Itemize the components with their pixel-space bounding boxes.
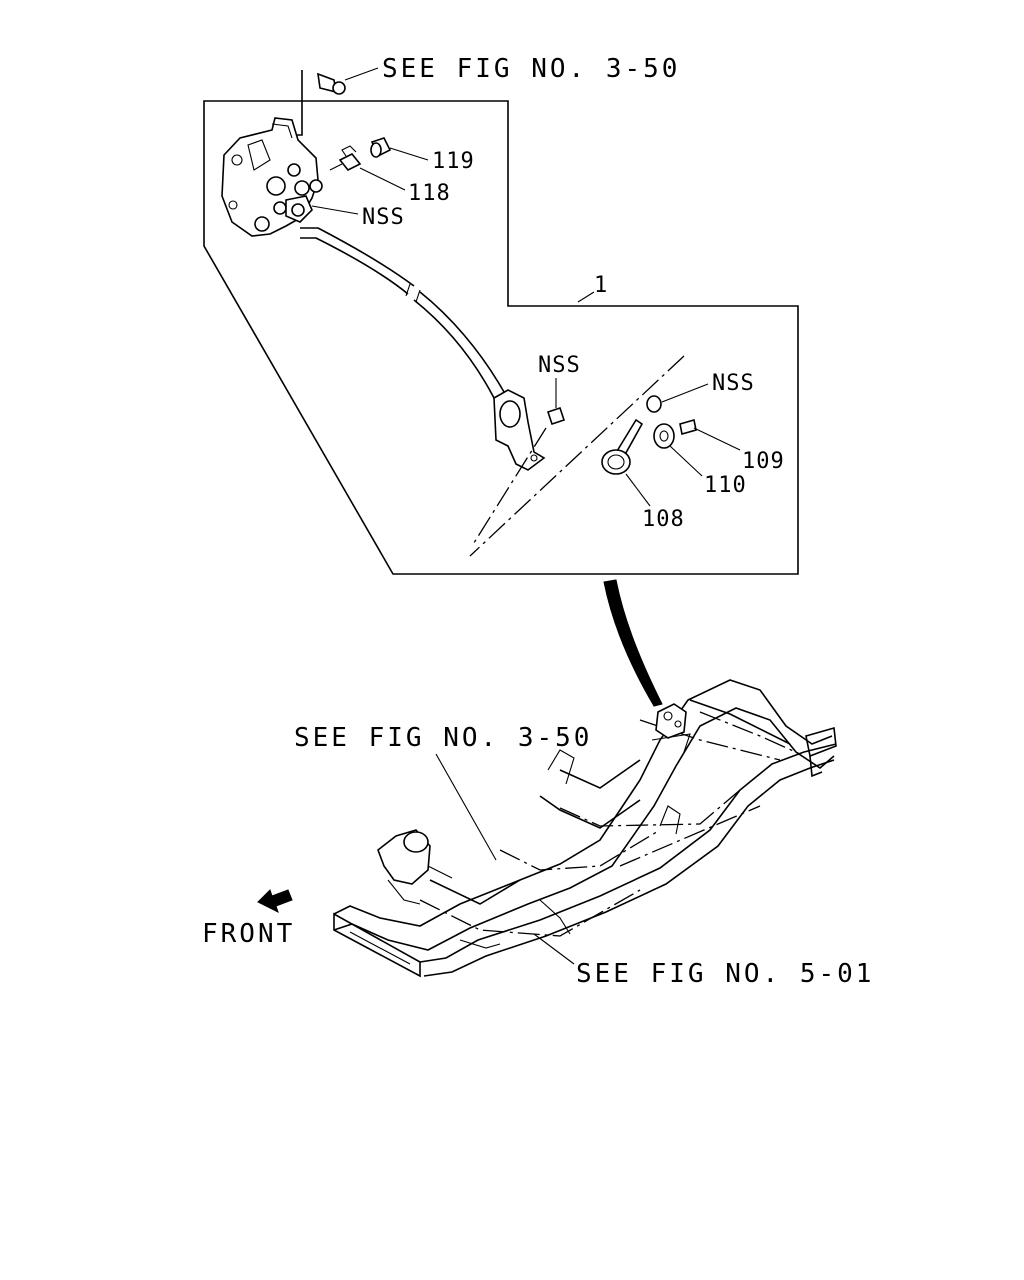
frame-see-fig-3-50-label: SEE FIG NO. 3-50: [294, 723, 592, 753]
top-see-fig-label: SEE FIG NO. 3-50: [382, 54, 680, 84]
leader-5-01: [533, 933, 575, 965]
right-nut: [646, 383, 709, 413]
label-nss-right: NSS: [712, 371, 755, 396]
frame-see-fig-5-01-label: SEE FIG NO. 5-01: [576, 959, 874, 989]
detail-pointer: [603, 579, 663, 707]
arrow-down-left-icon: [257, 889, 293, 913]
frame-mounted-component: [651, 703, 691, 753]
label-108: 108: [642, 507, 685, 532]
label-110: 110: [704, 473, 747, 498]
item-119-bushing: [370, 137, 429, 161]
item-109-pin: [679, 418, 741, 451]
detail-frame: [203, 100, 799, 575]
cable-mount-bracket: [493, 389, 566, 471]
front-label: FRONT: [202, 919, 295, 949]
label-1: 1: [594, 273, 608, 298]
label-119: 119: [432, 149, 475, 174]
label-109: 109: [742, 449, 785, 474]
vehicle-frame: [333, 679, 837, 978]
item-108-lever: [601, 418, 651, 507]
label-nss-upper: NSS: [362, 205, 405, 230]
label-118: 118: [408, 181, 451, 206]
shift-cable: [300, 227, 505, 399]
item-118-fitting: [329, 145, 406, 191]
label-nss-mount: NSS: [538, 353, 581, 378]
transfer-housing: [221, 117, 323, 237]
leader-3-50: [435, 753, 497, 861]
item-110-bushing: [653, 423, 703, 477]
